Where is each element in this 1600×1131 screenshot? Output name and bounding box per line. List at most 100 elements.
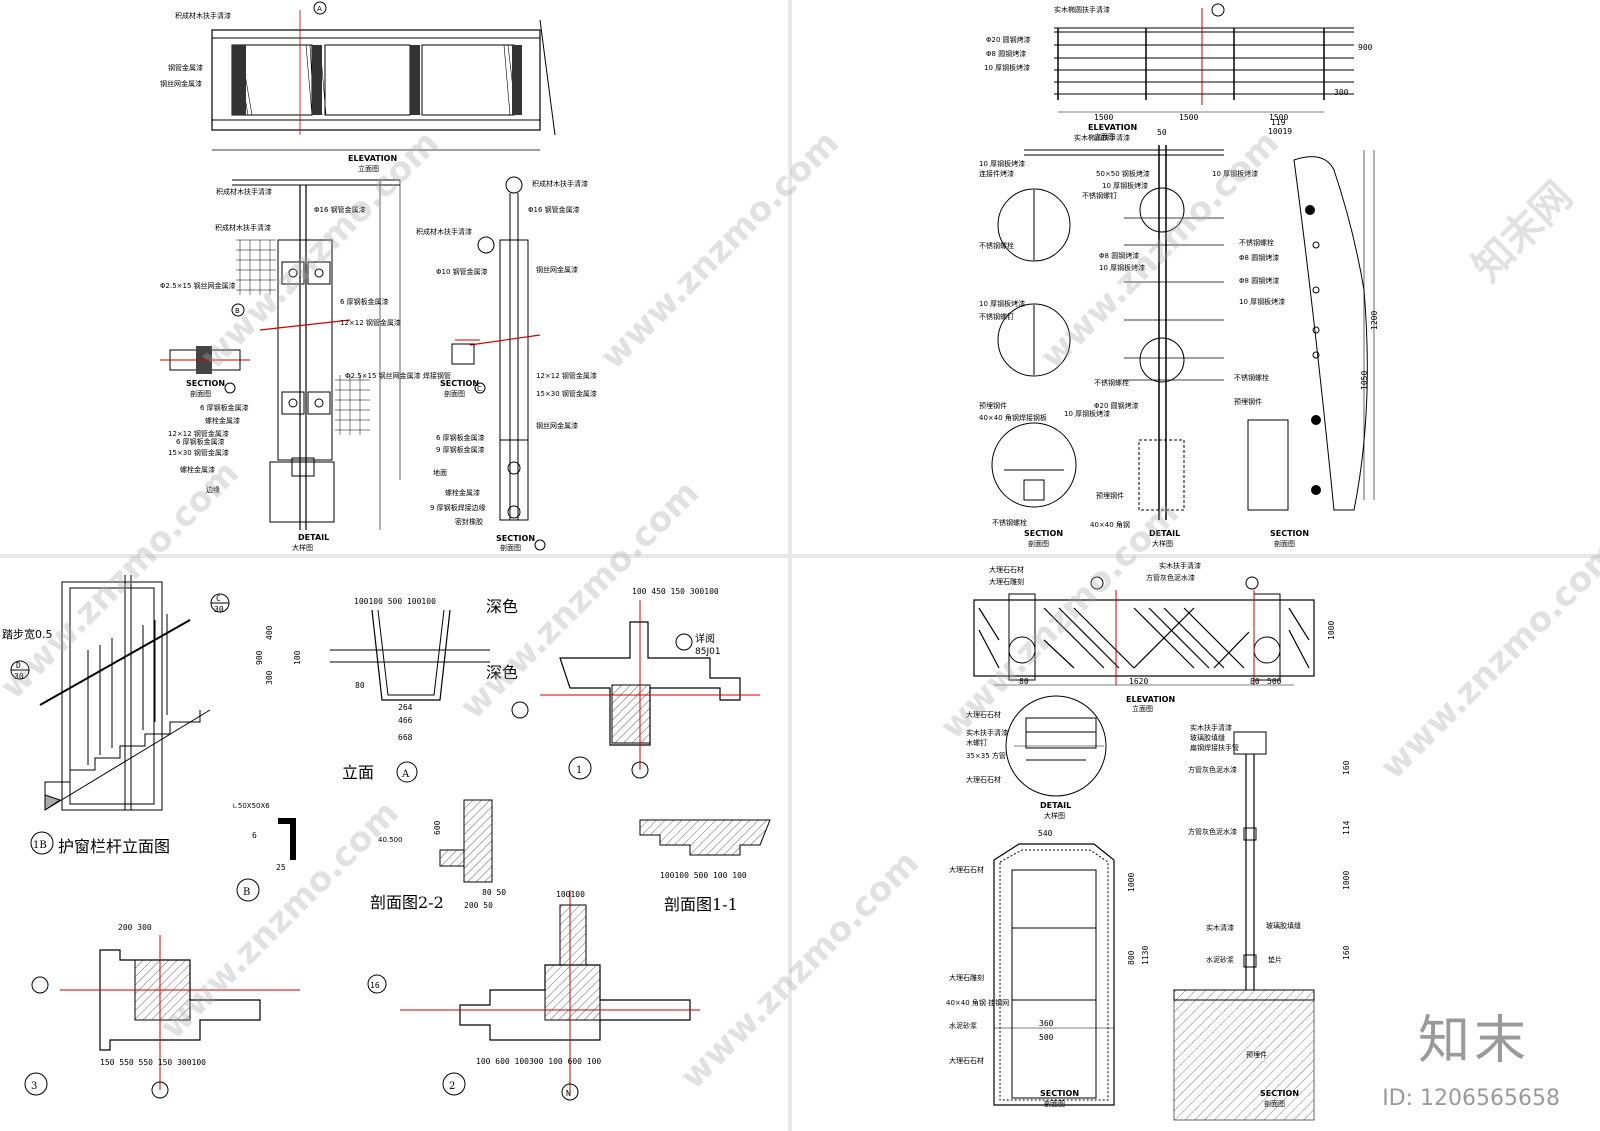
d500: 500: [1267, 677, 1282, 686]
label-tube-a2: 方管灰色泥水漆: [1188, 827, 1237, 836]
label-weld: 40×40 角钢焊接钢板: [979, 413, 1047, 422]
section-b: SECTION 剖面图: [160, 346, 250, 398]
label-phi8: Φ8 圆钢烤漆: [986, 49, 1026, 58]
d50: 50: [1157, 128, 1167, 137]
elevation-rod-railing: 1500 1500 1500 900 300 实木椭圆扶手清漆 Φ20 圆钢烤漆…: [984, 3, 1373, 141]
label-marble: 大理石石材: [989, 565, 1024, 574]
d6: 6: [252, 831, 257, 840]
tag-c-30: 30: [214, 605, 224, 614]
label-rail-d: 实木扶手清漆: [966, 728, 1008, 737]
tag-16: 16: [370, 981, 380, 990]
d100: 100: [293, 650, 302, 665]
panel-window-railing: C 30 D 30 踏步宽0.5 1B 护窗栏杆立面图 100100 500 1…: [0, 560, 786, 1131]
section-c-subtitle: 剖面图: [444, 389, 465, 398]
label-dark-1: 深色: [486, 597, 518, 616]
tag-b: B: [235, 307, 240, 315]
tag-3: 3: [31, 1081, 37, 1092]
drawing-rod-railing: 1500 1500 1500 900 300 实木椭圆扶手清漆 Φ20 圆钢烤漆…: [979, 3, 1379, 548]
label-plate10-3: 10 厚钢板烤漆: [1099, 263, 1145, 272]
label-ss-bolt-5: 不锈钢螺栓: [1234, 373, 1269, 382]
elevation-title: ELEVATION: [348, 154, 397, 163]
tag-1: 1: [576, 765, 582, 776]
label-solid-wood: 实木清漆: [1206, 923, 1234, 932]
section-a-post: 实木扶手清漆 玻璃胶填缝 扁钢焊接扶手管 方管灰色泥水漆 方管灰色泥水漆 实木清…: [1173, 723, 1351, 1121]
elevation-mesh-railing: A 积成材木扶手清漆 钢管金属漆 钢丝网金属漆 ELEVATION 立面图: [160, 1, 556, 173]
tag-c: C: [477, 385, 482, 393]
label-ss-nail-2: 不锈钢螺钉: [979, 312, 1014, 321]
label-mesh-weld: Φ2.5×15 钢丝网金属漆 焊接钢管: [345, 371, 451, 380]
label-seal: 密封橡胶: [455, 517, 483, 526]
label-shim: 垫片: [1268, 955, 1282, 964]
dims-22: 80 50: [482, 888, 506, 897]
dims-2: 100 600 100300 100 600 100: [476, 1057, 601, 1066]
label-mortar-s: 水泥砂浆: [949, 1021, 977, 1030]
dims-3b: 150 550 550 150 300100: [100, 1058, 206, 1067]
d80: 80: [355, 681, 365, 690]
section-angle-b: ∟50X50X6 6 25 B: [232, 802, 296, 902]
h1050: 1050: [1360, 371, 1369, 390]
label-plate6-3: 6 厚钢板金属漆: [176, 437, 225, 446]
elevation-subtitle: 立面图: [358, 164, 379, 173]
label-phi16-c: Φ16 钢管金属漆: [528, 205, 580, 214]
label-tube: 方管灰色泥水漆: [1146, 573, 1195, 582]
divider-vertical: [788, 0, 792, 1131]
label-sq35: 35×35 方管: [966, 751, 1006, 760]
section-b-title: SECTION: [186, 379, 225, 388]
label-marble-d2: 大理石石材: [966, 775, 1001, 784]
label-bolt-2: 螺栓金属漆: [180, 465, 215, 474]
d600: 600: [433, 820, 442, 835]
elevation-title: ELEVATION: [1088, 123, 1137, 132]
section-b-subtitle: 剖面图: [1044, 1099, 1065, 1108]
label-phi10: Φ10 钢管金属漆: [436, 267, 488, 276]
label-ss-bolt-2: 不锈钢螺栓: [979, 241, 1014, 250]
d1130: 1130: [1141, 946, 1150, 965]
label-marble-carve-s: 大理石雕刻: [949, 973, 984, 982]
d1620: 1620: [1129, 677, 1148, 686]
span-3: 1500: [1269, 113, 1288, 122]
label-angle: ∟50X50X6: [232, 802, 270, 810]
d668: 668: [398, 733, 413, 742]
section-a-profile: 1200 1050 119 10019 不锈钢螺栓 Φ8 圆钢烤漆 不锈钢螺栓 …: [1234, 118, 1379, 548]
h900: 900: [1358, 43, 1373, 52]
label-sq50: 50×50 钢板烤漆: [1096, 169, 1150, 178]
label-ss-bolt: 不锈钢螺栓: [1094, 378, 1129, 387]
label-sec-11: 剖面图1-1: [664, 895, 738, 914]
span-1: 1500: [1094, 113, 1113, 122]
d360: 360: [1039, 1019, 1054, 1028]
detail-title: DETAIL: [298, 533, 329, 542]
image-id: ID: 1206565658: [1382, 1086, 1560, 1111]
label-handrail: 积成材木扶手清漆: [175, 11, 231, 20]
label-rect15-c: 15×30 钢管金属漆: [536, 389, 597, 398]
label-marble-s2: 大理石石材: [949, 1056, 984, 1065]
section-a-subtitle: 剖面图: [1264, 1099, 1285, 1108]
section-b-title: SECTION: [1040, 1089, 1079, 1098]
d540: 540: [1038, 829, 1053, 838]
section-a-title: SECTION: [1260, 1089, 1299, 1098]
label-sq12-2: 12×12 钢管金属漆: [168, 429, 229, 438]
label-phi8-3: Φ8 圆钢烤漆: [1239, 253, 1279, 262]
label-ref-code: 85J01: [695, 647, 721, 657]
label-tube-a: 方管灰色泥水漆: [1188, 765, 1237, 774]
label-phi16: Φ16 钢管金属漆: [314, 205, 366, 214]
tag-1b: 1B: [33, 840, 47, 851]
tag-a: A: [317, 5, 322, 13]
label-marble-carve: 大理石雕刻: [989, 577, 1024, 586]
drawing-mesh-railing: A 积成材木扶手清漆 钢管金属漆 钢丝网金属漆 ELEVATION 立面图: [160, 1, 597, 552]
d119: 119: [1271, 118, 1286, 127]
drawing-marble-balustrade: 大理石石材 大理石雕刻 实木扶手清漆 方管灰色泥水漆 80 1620 80 50…: [946, 561, 1351, 1121]
d300: 300: [265, 670, 274, 685]
panel-mesh-railing: A 积成材木扶手清漆 钢管金属漆 钢丝网金属漆 ELEVATION 立面图: [0, 0, 786, 552]
label-rail: 实木扶手清漆: [1159, 561, 1201, 570]
label-phi8-4: Φ8 圆钢烤漆: [1239, 276, 1279, 285]
label-plate9w: 9 厚钢板焊接边缘: [430, 503, 486, 512]
label-lvl: 40.500: [378, 836, 403, 844]
drawing-window-railing: C 30 D 30 踏步宽0.5 1B 护窗栏杆立面图 100100 500 1…: [2, 575, 771, 1101]
label-detail-ref: 详阅: [695, 632, 715, 645]
label-bolt: 螺栓金属漆: [205, 416, 240, 425]
label-sq12: 12×12 钢管金属漆: [340, 318, 401, 327]
elevation-subtitle: 立面图: [1094, 132, 1115, 141]
label-phi8-2: Φ8 圆钢烤漆: [1099, 251, 1139, 260]
stair-railing-elevation: C 30 D 30 踏步宽0.5 1B 护窗栏杆立面图: [2, 575, 230, 856]
section-b-title: SECTION: [1024, 529, 1063, 538]
detail-balustrade: 大理石石材 实木扶手清漆 木螺钉 35×35 方管 大理石石材 DETAIL 大…: [966, 695, 1107, 820]
